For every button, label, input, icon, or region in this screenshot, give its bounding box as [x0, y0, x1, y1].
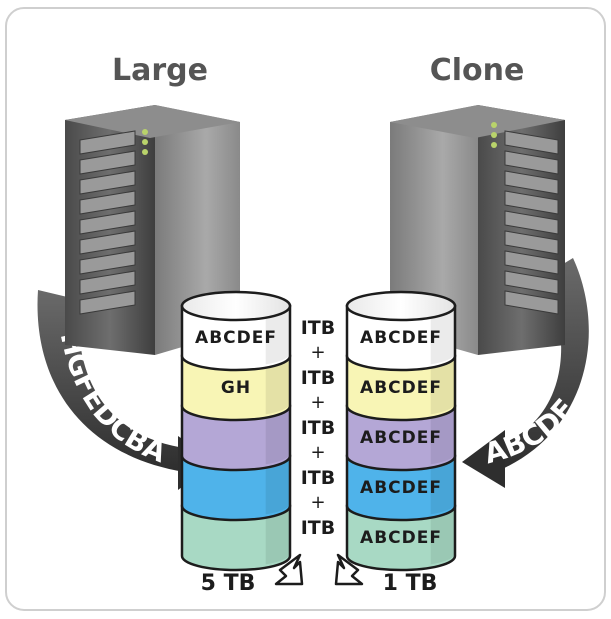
left-stack-segment	[180, 404, 292, 472]
right-stack-segment-label: ABCDEF	[360, 378, 442, 398]
unit-label: ITB	[301, 417, 336, 439]
right-stack-top-cap	[345, 290, 457, 322]
server-clone-led	[491, 132, 497, 138]
right-stack-segment: ABCDEF	[345, 454, 457, 522]
right-stack-segment-label: ABCDEF	[360, 328, 442, 348]
left-stack-segment-label: GH	[221, 378, 251, 398]
left-stack-top-cap	[180, 290, 292, 322]
right-stack-segment: ABCDEF	[345, 404, 457, 472]
unit-label: ITB	[301, 467, 336, 489]
left-stack-segment-label: ABCDEF	[195, 328, 277, 348]
right-stack-segment-label: ABCDEF	[360, 428, 442, 448]
right-stack-segment-label: ABCDEF	[360, 528, 442, 548]
unit-label: ITB	[301, 517, 336, 539]
left-stack-segment: GH	[180, 354, 292, 422]
server-clone-led	[491, 142, 497, 148]
right-stack-segment: ABCDEF	[345, 304, 457, 372]
left-stack-segment: ABCDEF	[180, 304, 292, 372]
server-large-bays	[79, 130, 136, 315]
right-disk-stack: ABCDEF ABCDEF ABCDEF ABCDEF ABCDEF	[345, 290, 457, 572]
title-clone: Clone	[430, 53, 525, 88]
unit-label: ITB	[301, 367, 336, 389]
server-large-led	[142, 139, 148, 145]
server-clone-led	[491, 122, 497, 128]
plus-sign: +	[310, 342, 325, 363]
left-stack-segment	[180, 454, 292, 522]
plus-sign: +	[310, 392, 325, 413]
middle-unit-column: ITB + ITB + ITB + ITB + ITB	[301, 317, 336, 539]
unit-label: ITB	[301, 317, 336, 339]
server-clone	[390, 105, 565, 355]
right-stack-segment: ABCDEF	[345, 504, 457, 572]
plus-sign: +	[310, 492, 325, 513]
right-stack-segment: ABCDEF	[345, 354, 457, 422]
right-stack-segment-label: ABCDEF	[360, 478, 442, 498]
server-large-led	[142, 149, 148, 155]
left-stack-segment	[180, 504, 292, 572]
left-down-arrow	[274, 553, 304, 586]
right-down-arrow	[334, 553, 364, 586]
plus-sign: +	[310, 442, 325, 463]
left-disk-stack: GH ABCDEF	[180, 290, 292, 572]
right-total-label: 1 TB	[383, 571, 438, 596]
server-clone-bays	[504, 130, 559, 315]
left-total-label: 5 TB	[201, 571, 256, 596]
title-large: Large	[112, 53, 208, 88]
right-flow-arrow	[462, 258, 589, 488]
server-large-led	[142, 129, 148, 135]
